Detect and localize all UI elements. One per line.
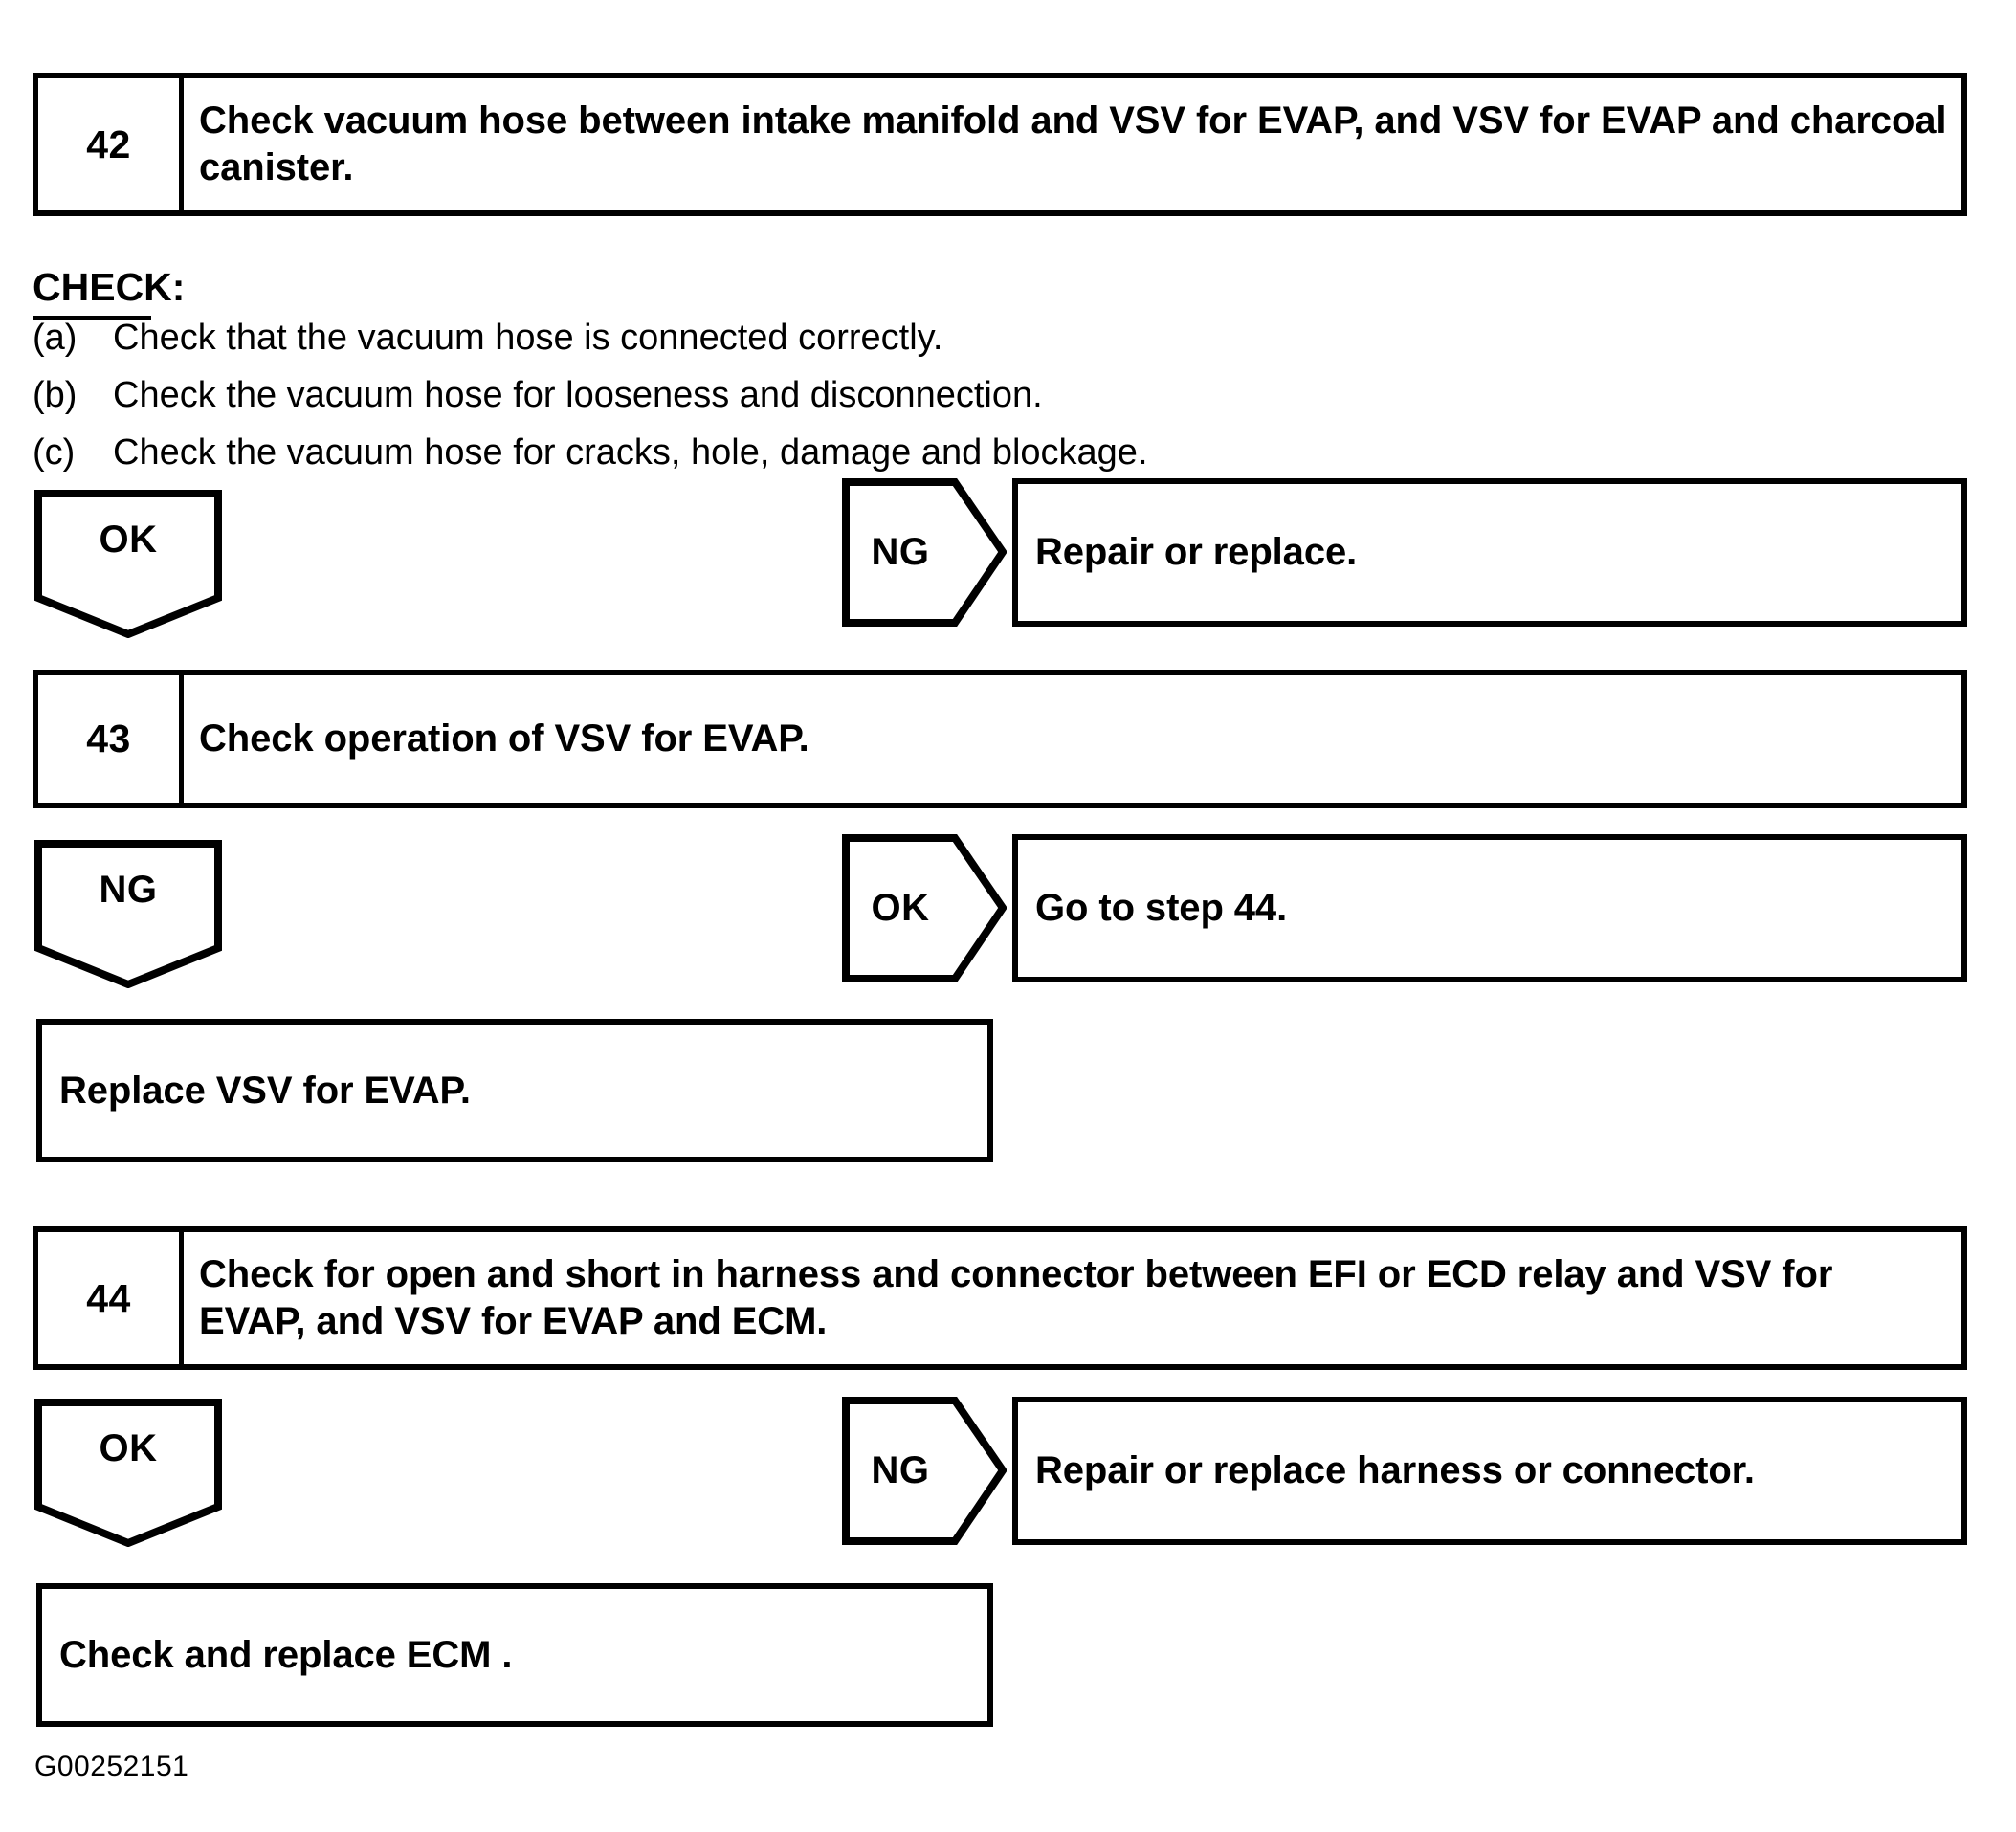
- action-box-repair-harness: Repair or replace harness or connector.: [1012, 1397, 1967, 1545]
- action-text-repair-harness: Repair or replace harness or connector.: [1035, 1449, 1755, 1491]
- step-box-44: 44 Check for open and short in harness a…: [33, 1226, 1967, 1370]
- right-arrow-shape: [842, 1397, 1007, 1545]
- figure-code: G00252151: [34, 1751, 189, 1782]
- step-text-44: Check for open and short in harness and …: [199, 1253, 1833, 1342]
- action-text-repair-or-replace: Repair or replace.: [1035, 531, 1358, 573]
- branch-label-ng-step43: NG: [99, 869, 158, 911]
- check-item-b-text: Check the vacuum hose for looseness and …: [113, 375, 1043, 415]
- right-arrow-shape: [842, 478, 1007, 627]
- step-number-43: 43: [38, 675, 184, 803]
- down-arrow-shape: [34, 840, 222, 988]
- down-arrow-shape: [34, 490, 222, 638]
- branch-arrow-ok-step43: OK: [842, 834, 1007, 982]
- check-heading-underline: [33, 316, 151, 320]
- right-arrow-shape: [842, 834, 1007, 982]
- branch-arrow-ng-step42: NG: [842, 478, 1007, 627]
- check-item-a: (a) Check that the vacuum hose is connect…: [33, 318, 942, 359]
- branch-arrow-ok-step44: OK: [34, 1399, 222, 1547]
- action-text-check-replace-ecm: Check and replace ECM .: [59, 1633, 513, 1676]
- check-item-c-marker: (c): [33, 432, 76, 473]
- action-box-check-replace-ecm: Check and replace ECM .: [36, 1583, 993, 1727]
- branch-arrow-ng-step43: NG: [34, 840, 222, 988]
- step-text-43: Check operation of VSV for EVAP.: [199, 717, 809, 761]
- check-heading: CHECK:: [33, 265, 186, 309]
- down-arrow-shape: [34, 1399, 222, 1547]
- check-item-b: (b) Check the vacuum hose for looseness a…: [33, 375, 1043, 416]
- check-item-c-text: Check the vacuum hose for cracks, hole, …: [113, 432, 1148, 473]
- branch-arrow-ok-step42: OK: [34, 490, 222, 638]
- check-item-b-marker: (b): [33, 375, 78, 415]
- step-number-42: 42: [38, 78, 184, 210]
- branch-label-ng-step44: NG: [871, 1449, 930, 1491]
- action-box-go-to-step-44: Go to step 44.: [1012, 834, 1967, 982]
- branch-label-ok-step44: OK: [99, 1427, 158, 1469]
- action-box-repair-or-replace: Repair or replace.: [1012, 478, 1967, 627]
- action-text-replace-vsv: Replace VSV for EVAP.: [59, 1069, 471, 1112]
- branch-label-ng-step42: NG: [871, 531, 930, 573]
- check-item-a-text: Check that the vacuum hose is connected …: [113, 318, 943, 358]
- branch-arrow-ng-step44: NG: [842, 1397, 1007, 1545]
- check-item-c: (c) Check the vacuum hose for cracks, hol…: [33, 432, 1148, 474]
- action-box-replace-vsv: Replace VSV for EVAP.: [36, 1019, 993, 1162]
- step-text-42: Check vacuum hose between intake manifol…: [199, 99, 1947, 188]
- step-box-42: 42 Check vacuum hose between intake mani…: [33, 73, 1967, 216]
- action-text-go-to-step-44: Go to step 44.: [1035, 887, 1288, 929]
- check-item-a-marker: (a): [33, 318, 78, 358]
- step-box-43: 43 Check operation of VSV for EVAP.: [33, 670, 1967, 808]
- branch-label-ok-step42: OK: [99, 519, 158, 561]
- step-number-44: 44: [38, 1232, 184, 1364]
- branch-label-ok-step43: OK: [871, 887, 930, 929]
